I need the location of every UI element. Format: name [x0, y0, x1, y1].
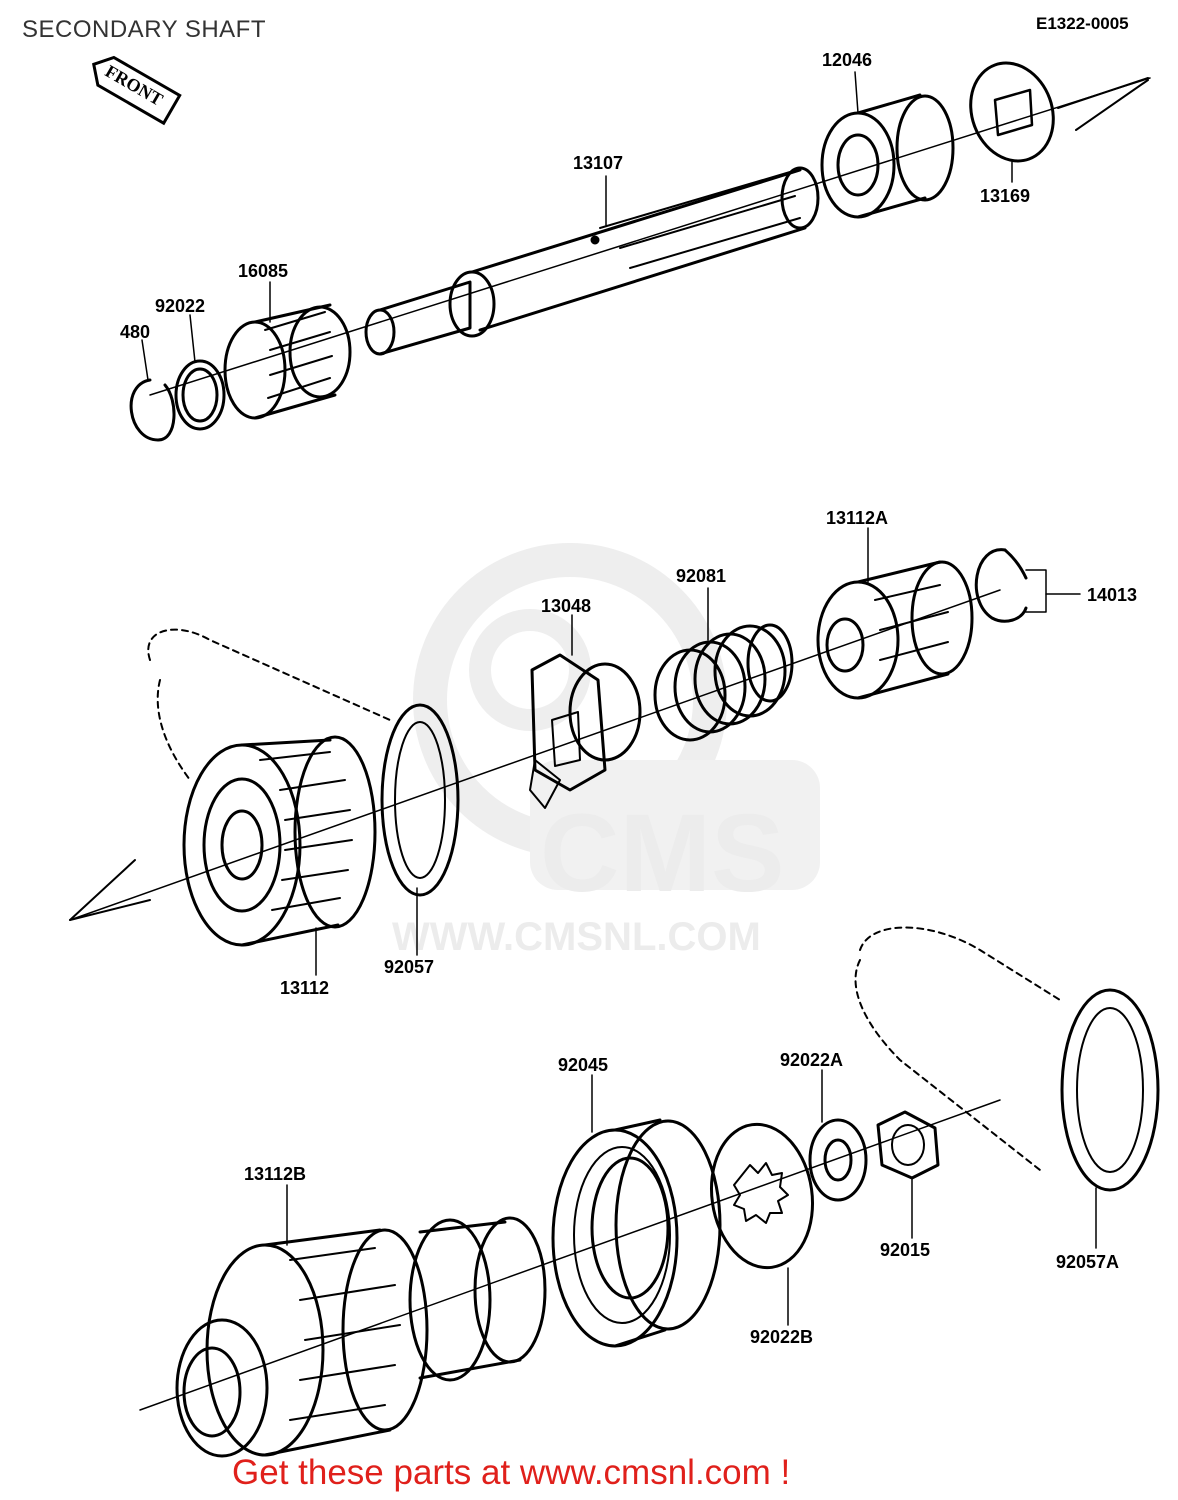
- part-label-13112[interactable]: 13112: [280, 978, 330, 998]
- watermark-url: WWW.CMSNL.COM: [392, 915, 761, 959]
- shaft-13107: [364, 166, 820, 356]
- part-label-16085[interactable]: 16085: [238, 261, 289, 281]
- upper-axis-line: [149, 77, 1151, 396]
- sprocket-12046: [820, 93, 955, 219]
- part-label-480[interactable]: 480: [120, 322, 151, 342]
- diagram-code: E1322-0005: [1036, 14, 1129, 33]
- part-label-92022[interactable]: 92022: [155, 296, 206, 316]
- front-arrow: FRONT: [82, 46, 183, 128]
- washer-92022A: [808, 1118, 868, 1202]
- part-label-12046[interactable]: 12046: [822, 50, 873, 70]
- part-label-92022B[interactable]: 92022B: [750, 1327, 814, 1347]
- washer-92022: [174, 359, 226, 431]
- part-label-14013[interactable]: 14013: [1087, 585, 1138, 605]
- chain-92057: [147, 628, 460, 897]
- watermark-brand: CMS: [540, 792, 785, 915]
- watermark-logo: [413, 543, 820, 890]
- part-label-13107[interactable]: 13107: [573, 153, 624, 173]
- part-label-92022A[interactable]: 92022A: [780, 1050, 844, 1070]
- part-label-92057[interactable]: 92057: [384, 957, 435, 977]
- part-label-92057A[interactable]: 92057A: [1056, 1252, 1120, 1272]
- part-label-92045[interactable]: 92045: [558, 1055, 609, 1075]
- spring-92081: [653, 623, 794, 742]
- leader-lines: [141, 71, 1097, 1326]
- arrow-right-upper: [1057, 77, 1149, 131]
- bearing-92045: [551, 1118, 722, 1348]
- arrow-left-middle: [69, 859, 151, 921]
- part-label-92015[interactable]: 92015: [880, 1240, 931, 1260]
- gear-13112B: [175, 1216, 547, 1458]
- chain-92057A: [854, 926, 1160, 1192]
- gear-13112A: [816, 560, 974, 700]
- lower-axis-line: [139, 1099, 1001, 1411]
- footer-link[interactable]: Get these parts at www.cmsnl.com !: [232, 1453, 791, 1492]
- front-arrow-icon: [92, 55, 182, 126]
- part-label-13112A[interactable]: 13112A: [826, 508, 889, 528]
- washer-92022B: [709, 1122, 815, 1270]
- part-label-13112B[interactable]: 13112B: [244, 1164, 307, 1184]
- lockplate-13169: [969, 61, 1055, 163]
- part-label-92081[interactable]: 92081: [676, 566, 727, 586]
- gear-16085: [223, 303, 352, 420]
- part-label-13169[interactable]: 13169: [980, 186, 1031, 206]
- part-label-13048[interactable]: 13048: [541, 596, 592, 616]
- circlip-480: [129, 378, 176, 442]
- dog-13048: [529, 653, 642, 809]
- nut-92015: [876, 1110, 940, 1180]
- sprocket-13112: [182, 735, 377, 947]
- circlip-14013: [974, 548, 1028, 623]
- page-title: SECONDARY SHAFT: [22, 16, 266, 43]
